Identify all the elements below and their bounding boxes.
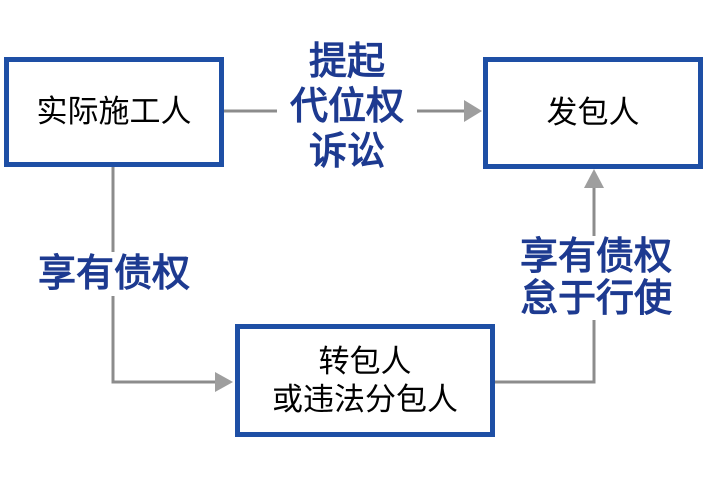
edge-label-subrogation: 提起 代位权 诉讼 (277, 40, 417, 175)
edge-label-subrogation-line1: 提起 (308, 41, 385, 83)
node-subcontractor: 转包人 或违法分包人 (235, 324, 495, 437)
edge-label-left-claim-text: 享有债权 (37, 253, 190, 295)
arrowhead-up-icon (584, 169, 604, 188)
node-employer: 发包人 (483, 57, 703, 169)
edge-label-right-claim-line2: 怠于行使 (519, 278, 672, 320)
edge-label-left-claim: 享有债权 (34, 252, 194, 296)
arrowhead-right-icon (215, 372, 233, 392)
node-employer-label: 发包人 (546, 95, 640, 130)
node-actual-constructor: 实际施工人 (4, 57, 224, 167)
connector-left-claim-line (111, 167, 215, 384)
edge-label-right-claim: 享有债权 怠于行使 (516, 236, 676, 320)
edge-label-subrogation-line3: 诉讼 (308, 131, 385, 173)
node-subcontractor-label-line1: 转包人 (318, 343, 412, 379)
node-actual-constructor-label: 实际施工人 (36, 94, 192, 129)
edge-label-right-claim-line1: 享有债权 (519, 236, 672, 278)
arrowhead-right-icon (464, 100, 482, 122)
edge-label-subrogation-line2: 代位权 (289, 86, 404, 128)
node-subcontractor-label-line2: 或违法分包人 (272, 381, 458, 417)
